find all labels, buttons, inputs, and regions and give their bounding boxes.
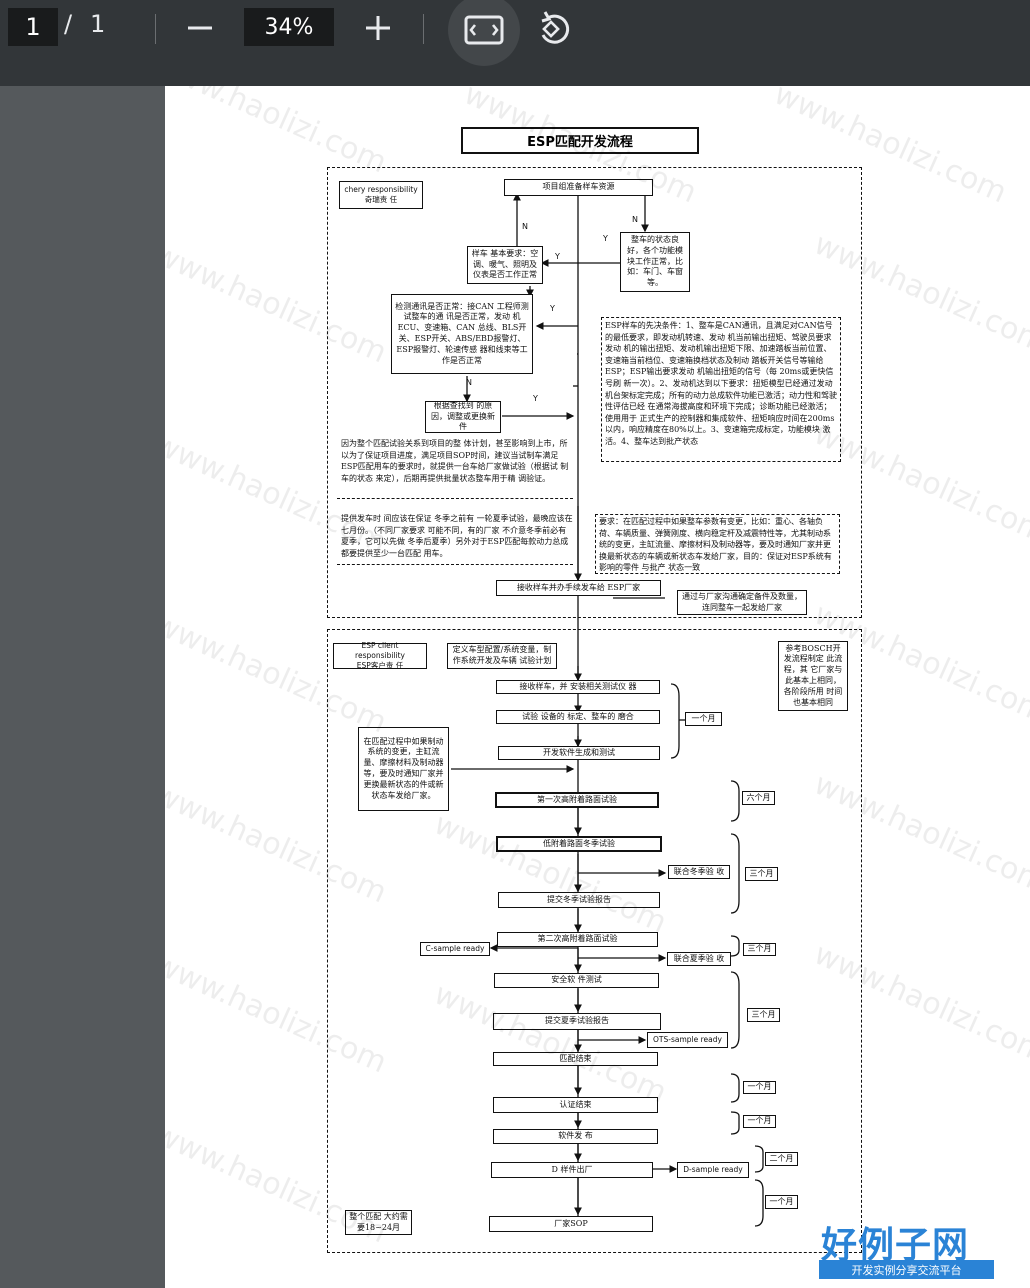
top-box: 项目组准备样车资源 [504, 179, 653, 196]
step-low-mu-winter: 低附着路面冬季试验 [496, 836, 662, 852]
toolbar-divider [423, 14, 424, 44]
logo-sub-text: 开发实例分享交流平台 [819, 1260, 994, 1279]
step-winter-acceptance: 联合冬季验 收 [668, 865, 730, 879]
esp-resp-en: ESP client responsibility [355, 640, 405, 660]
box-comm-parts: 通过与厂家沟通确定备件及数量，连同整车一起发给厂家 [677, 590, 807, 615]
document-title: ESP匹配开发流程 [461, 127, 699, 154]
esp-resp-cn: ESP客户责 任 [356, 661, 404, 671]
divider-line [337, 498, 573, 499]
pdf-toolbar: 1 / 1 34% [0, 0, 1030, 86]
section-chery-border [327, 167, 862, 618]
note-change: 要求：在匹配过程中如果整车参数有变更，比如：重心、各轴负荷、车辆质量、弹簧刚度、… [599, 517, 832, 573]
flowchart-connectors [451, 192, 764, 1227]
fit-page-icon [464, 15, 504, 45]
step-high-mu-1: 第一次高附着路面试验 [495, 792, 659, 808]
step-d-sample-ship: D 样件出厂 [491, 1162, 653, 1178]
chery-resp-cn: 奇瑞责 任 [364, 195, 398, 204]
step-matching-end: 匹配结束 [493, 1052, 658, 1066]
rotate-icon [541, 11, 570, 44]
step-winter-report: 提交冬季试验报告 [498, 892, 660, 908]
zoom-in-button[interactable] [358, 10, 398, 46]
box-sample: 样车 基本要求：空调、暖气、照明及仪表是否工作正常 [467, 246, 543, 284]
viewer-background [0, 86, 165, 1288]
section-esp-border [327, 629, 862, 1253]
box-state: 整车的状态良好，各个功能模块工作正常，比如：车门、车窗等。 [620, 232, 690, 292]
step-calibrate: 试验 设备的 标定、整车的 磨合 [496, 710, 660, 724]
duration-label: 一个月 [685, 712, 722, 726]
box-comm: 检测通讯是否正常：接CAN 工程师测试整车的通 讯是否正常，发动 机ECU、变速… [391, 294, 533, 374]
box-fix: 根据查找到 的原因，调整或更换新件 [425, 401, 501, 433]
chery-responsibility-box: chery responsibility 奇瑞责 任 [339, 181, 423, 209]
step-supplier-sop: 厂家SOP [489, 1216, 653, 1232]
page-separator: / [64, 10, 73, 38]
step-summer-acceptance: 联合夏季验 收 [667, 952, 731, 966]
step-safety-software: 安全软 件测试 [494, 973, 659, 988]
box-bosch: 参考BOSCH开发流程制定 此流程，其 它厂家与此基本上相同，各阶段所用 时间也… [778, 641, 848, 711]
divider-line [337, 564, 573, 565]
duration-label: 一个月 [743, 1115, 776, 1128]
duration-label: 三个月 [745, 867, 778, 881]
fit-to-page-button[interactable] [448, 0, 520, 66]
page-total: 1 [90, 10, 106, 38]
step-cert-end: 认证结束 [493, 1097, 658, 1113]
box-note: 在匹配过程中如果制动系统的变更，主缸流量、摩擦材料及制动器等，要及时通知厂家并更… [358, 727, 449, 811]
step-summer-report: 提交夏季试验报告 [493, 1013, 661, 1030]
site-logo: 好例子网 开发实例分享交流平台 [819, 1216, 999, 1286]
minus-icon [188, 26, 212, 30]
toolbar-divider [155, 14, 156, 44]
box-define: 定义车型配置/系统变量，制作系统开发及车辆 试验计划 [447, 643, 557, 669]
duration-label: 一个月 [765, 1195, 798, 1209]
rotate-button[interactable] [534, 8, 576, 50]
step-software-dev: 开发软件生成和测试 [498, 746, 660, 760]
page-number-input[interactable]: 1 [8, 8, 58, 46]
zoom-level-input[interactable]: 34% [244, 8, 334, 46]
note-prerequisite: ESP样车的先决条件：1、整车是CAN通讯，且满足对CAN信号的最低要求，即发动… [605, 321, 837, 446]
zoom-out-button[interactable] [180, 10, 220, 46]
box-receive: 接收样车并办手续发车给 ESP厂家 [496, 580, 661, 596]
step-high-mu-2: 第二次高附着路面试验 [497, 932, 658, 947]
pdf-page: ESP匹配开发流程 chery responsibility 奇瑞责 任 项目组… [165, 86, 1030, 1288]
label-y: Y [555, 252, 560, 261]
logo-main-text: 好例子网 [821, 1224, 970, 1266]
ots-sample-box: OTS-sample ready [647, 1032, 728, 1048]
c-sample-box: C-sample ready [420, 942, 490, 956]
duration-label: 三个月 [743, 943, 776, 956]
label-n: N [466, 378, 472, 387]
duration-label: 一个月 [743, 1081, 776, 1094]
label-y: Y [550, 304, 555, 313]
label-n: N [632, 215, 638, 224]
esp-responsibility-box: ESP client responsibility ESP客户责 任 [333, 640, 427, 671]
label-y: Y [533, 394, 538, 403]
label-n: N [522, 222, 528, 231]
note-plan: 因为整个匹配试验关系到项目的整 体计划，甚至影响到上市，所以为了保证项目进度，满… [341, 439, 569, 483]
change-border [595, 514, 840, 574]
d-sample-box: D-sample ready [677, 1162, 749, 1178]
note-ship: 提供发车时 间应该在保证 冬季之前有 一轮夏季试验，最晚应该在七月份。（不同厂家… [341, 514, 573, 558]
total-duration-box: 整个匹配 大约需要18~24月 [345, 1210, 412, 1235]
step-receive: 接收样车，并 安装相关测试仪 器 [496, 680, 660, 694]
label-y: Y [603, 234, 608, 243]
chery-resp-en: chery responsibility [344, 184, 418, 194]
duration-label: 六个月 [742, 791, 775, 805]
step-software-release: 软件发 布 [493, 1129, 658, 1144]
duration-label: 二个月 [765, 1152, 798, 1166]
duration-label: 三个月 [747, 1008, 780, 1022]
prerequisite-border [601, 317, 841, 462]
flowchart: ESP匹配开发流程 chery responsibility 奇瑞责 任 项目组… [165, 86, 1030, 1288]
plus-icon [366, 16, 390, 40]
